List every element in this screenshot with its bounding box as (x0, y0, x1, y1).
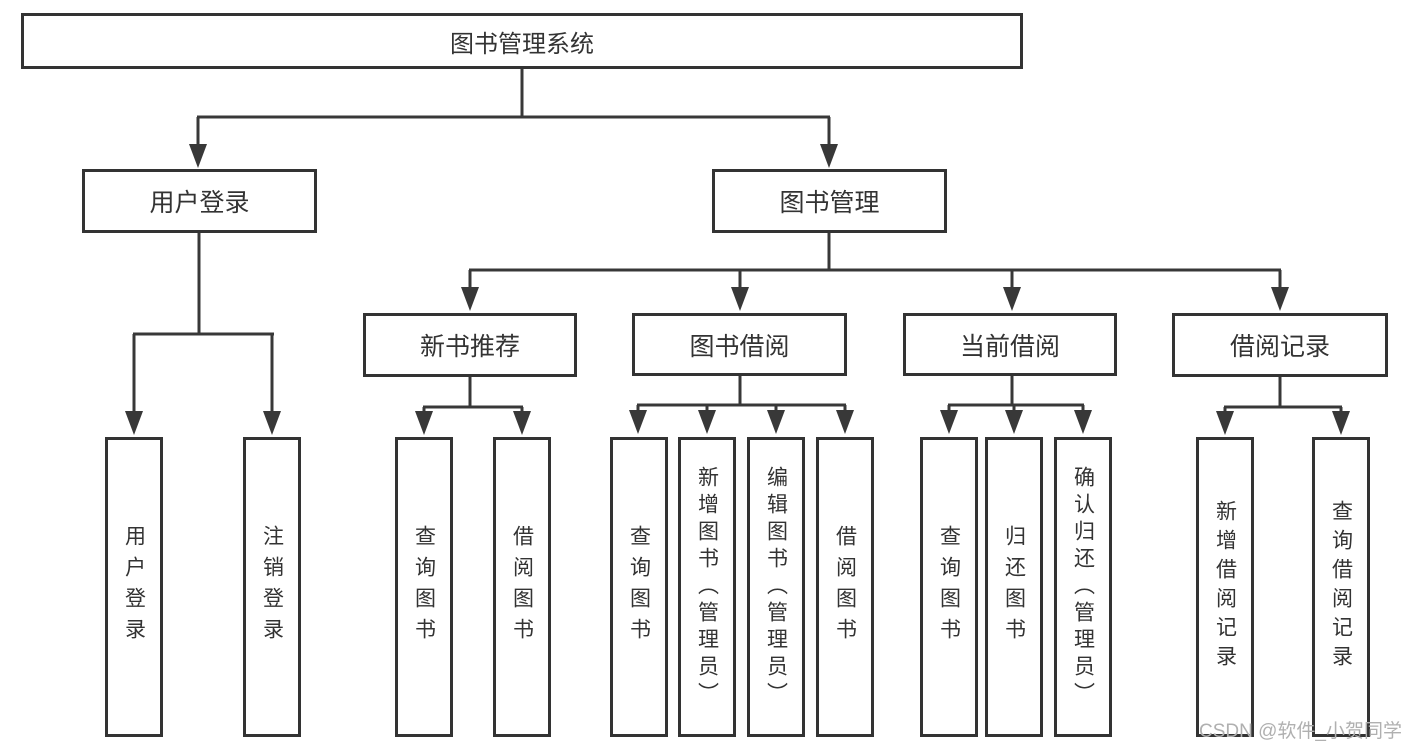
arrowhead-icon (836, 410, 854, 434)
node-module-borrow-records: 借阅记录 (1172, 313, 1388, 377)
arrowhead-icon (461, 287, 479, 311)
node-leaf-logout: 注销登录 (243, 437, 301, 737)
node-branch-book-management: 图书管理 (712, 169, 947, 233)
node-leaf-add-books-admin: 新增图书（管理员） (678, 437, 736, 737)
arrowhead-icon (731, 287, 749, 311)
node-label: 借阅图书 (833, 525, 857, 649)
connector-new-book-to-leaves (415, 377, 531, 435)
arrowhead-icon (940, 410, 958, 434)
connector-book-mgmt-to-modules (461, 233, 1289, 311)
node-label: 借阅图书 (510, 525, 534, 649)
arrowhead-icon (698, 410, 716, 434)
node-leaf-edit-books-admin: 编辑图书（管理员） (747, 437, 805, 737)
arrowhead-icon (189, 144, 207, 168)
node-leaf-borrow-books: 借阅图书 (816, 437, 874, 737)
node-label: 查询借阅记录 (1329, 500, 1353, 674)
node-leaf-return-books: 归还图书 (985, 437, 1043, 737)
arrowhead-icon (820, 144, 838, 168)
node-label: 确认归还（管理员） (1071, 465, 1095, 709)
connector-book-borrow-to-leaves (629, 376, 854, 434)
node-label: 图书管理 (779, 189, 880, 217)
node-label: 用户登录 (122, 525, 146, 649)
node-label: 当前借阅 (959, 332, 1060, 361)
node-label: 新增借阅记录 (1213, 500, 1237, 674)
arrowhead-icon (767, 410, 785, 434)
node-label: 图书借阅 (689, 332, 790, 361)
node-label: 归还图书 (1002, 525, 1026, 649)
arrowhead-icon (415, 411, 433, 435)
connector-root-to-branches (189, 69, 838, 168)
arrowhead-icon (125, 411, 143, 435)
node-leaf-borrow-books-recommend: 借阅图书 (493, 437, 551, 737)
node-leaf-confirm-return-admin: 确认归还（管理员） (1054, 437, 1112, 737)
connector-borrow-records-to-leaves (1216, 377, 1350, 435)
arrowhead-icon (263, 411, 281, 435)
node-label: 查询图书 (937, 525, 961, 649)
node-label: 查询图书 (412, 525, 436, 649)
connector-user-login-to-leaves (125, 233, 281, 435)
node-label: 借阅记录 (1229, 333, 1330, 361)
arrowhead-icon (1005, 410, 1023, 434)
node-module-current-borrow: 当前借阅 (903, 313, 1117, 376)
node-label: 编辑图书（管理员） (764, 465, 788, 709)
node-label: 用户登录 (149, 189, 250, 217)
node-leaf-query-books-current: 查询图书 (920, 437, 978, 737)
node-leaf-query-books-recommend: 查询图书 (395, 437, 453, 737)
arrowhead-icon (1216, 411, 1234, 435)
node-branch-user-login: 用户登录 (82, 169, 317, 233)
node-leaf-query-borrow-record: 查询借阅记录 (1312, 437, 1370, 737)
node-label: 注销登录 (260, 525, 284, 649)
arrowhead-icon (1003, 287, 1021, 311)
node-leaf-query-books-borrow: 查询图书 (610, 437, 668, 737)
node-label: 新增图书（管理员） (695, 465, 719, 709)
csdn-watermark: CSDN @软件_小贺同学 (1199, 721, 1402, 742)
node-label: 图书管理系统 (450, 30, 594, 58)
arrowhead-icon (513, 411, 531, 435)
node-module-new-book-recommend: 新书推荐 (363, 313, 577, 377)
arrowhead-icon (1332, 411, 1350, 435)
node-leaf-add-borrow-record: 新增借阅记录 (1196, 437, 1254, 737)
node-root-library-system: 图书管理系统 (21, 13, 1023, 69)
arrowhead-icon (1074, 410, 1092, 434)
node-label: 新书推荐 (419, 333, 520, 361)
node-label: 查询图书 (627, 525, 651, 649)
node-leaf-user-login: 用户登录 (105, 437, 163, 737)
arrowhead-icon (1271, 287, 1289, 311)
connector-current-borrow-to-leaves (940, 376, 1092, 434)
arrowhead-icon (629, 410, 647, 434)
node-module-book-borrow: 图书借阅 (632, 313, 847, 376)
